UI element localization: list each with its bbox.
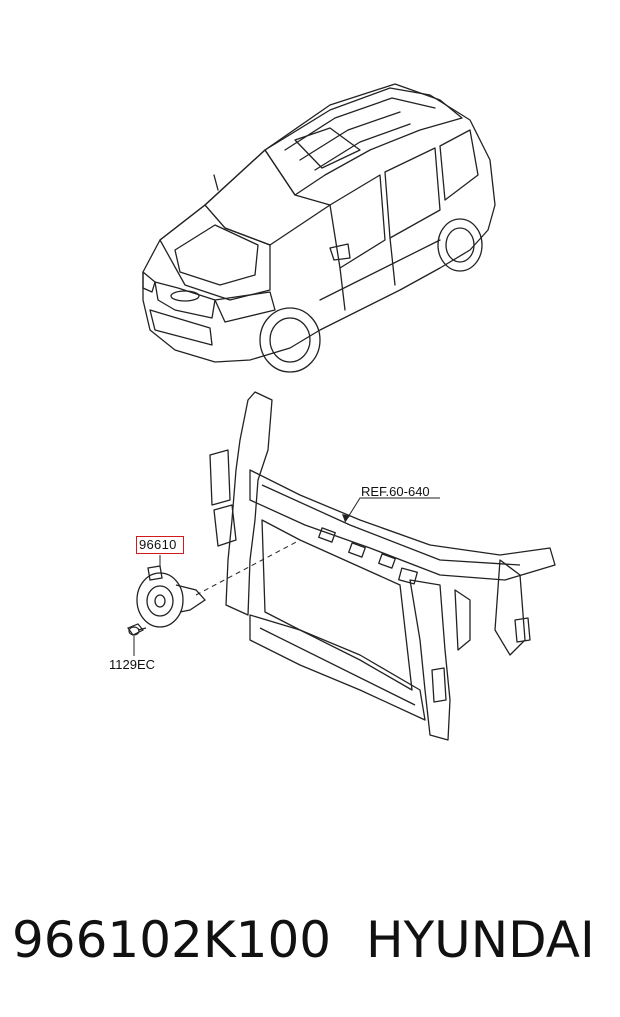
footer: 966102K100 HYUNDAI [0,905,620,975]
bolt-icon [127,623,147,636]
car-illustration [142,83,496,373]
callout-box [136,536,184,554]
horn-icon [136,565,206,628]
ref-arrow-icon [342,514,350,522]
part-number: 966102K100 [12,911,332,969]
reference-label: REF.60-640 [361,484,430,499]
front-panel-carrier [209,391,556,741]
bolt-label: 1129EC [109,657,156,672]
ref-leader-line [344,497,440,523]
brand-name: HYUNDAI [366,911,595,969]
callout-part-number: 96610 [139,537,177,552]
leader-dashed-line [195,539,301,596]
